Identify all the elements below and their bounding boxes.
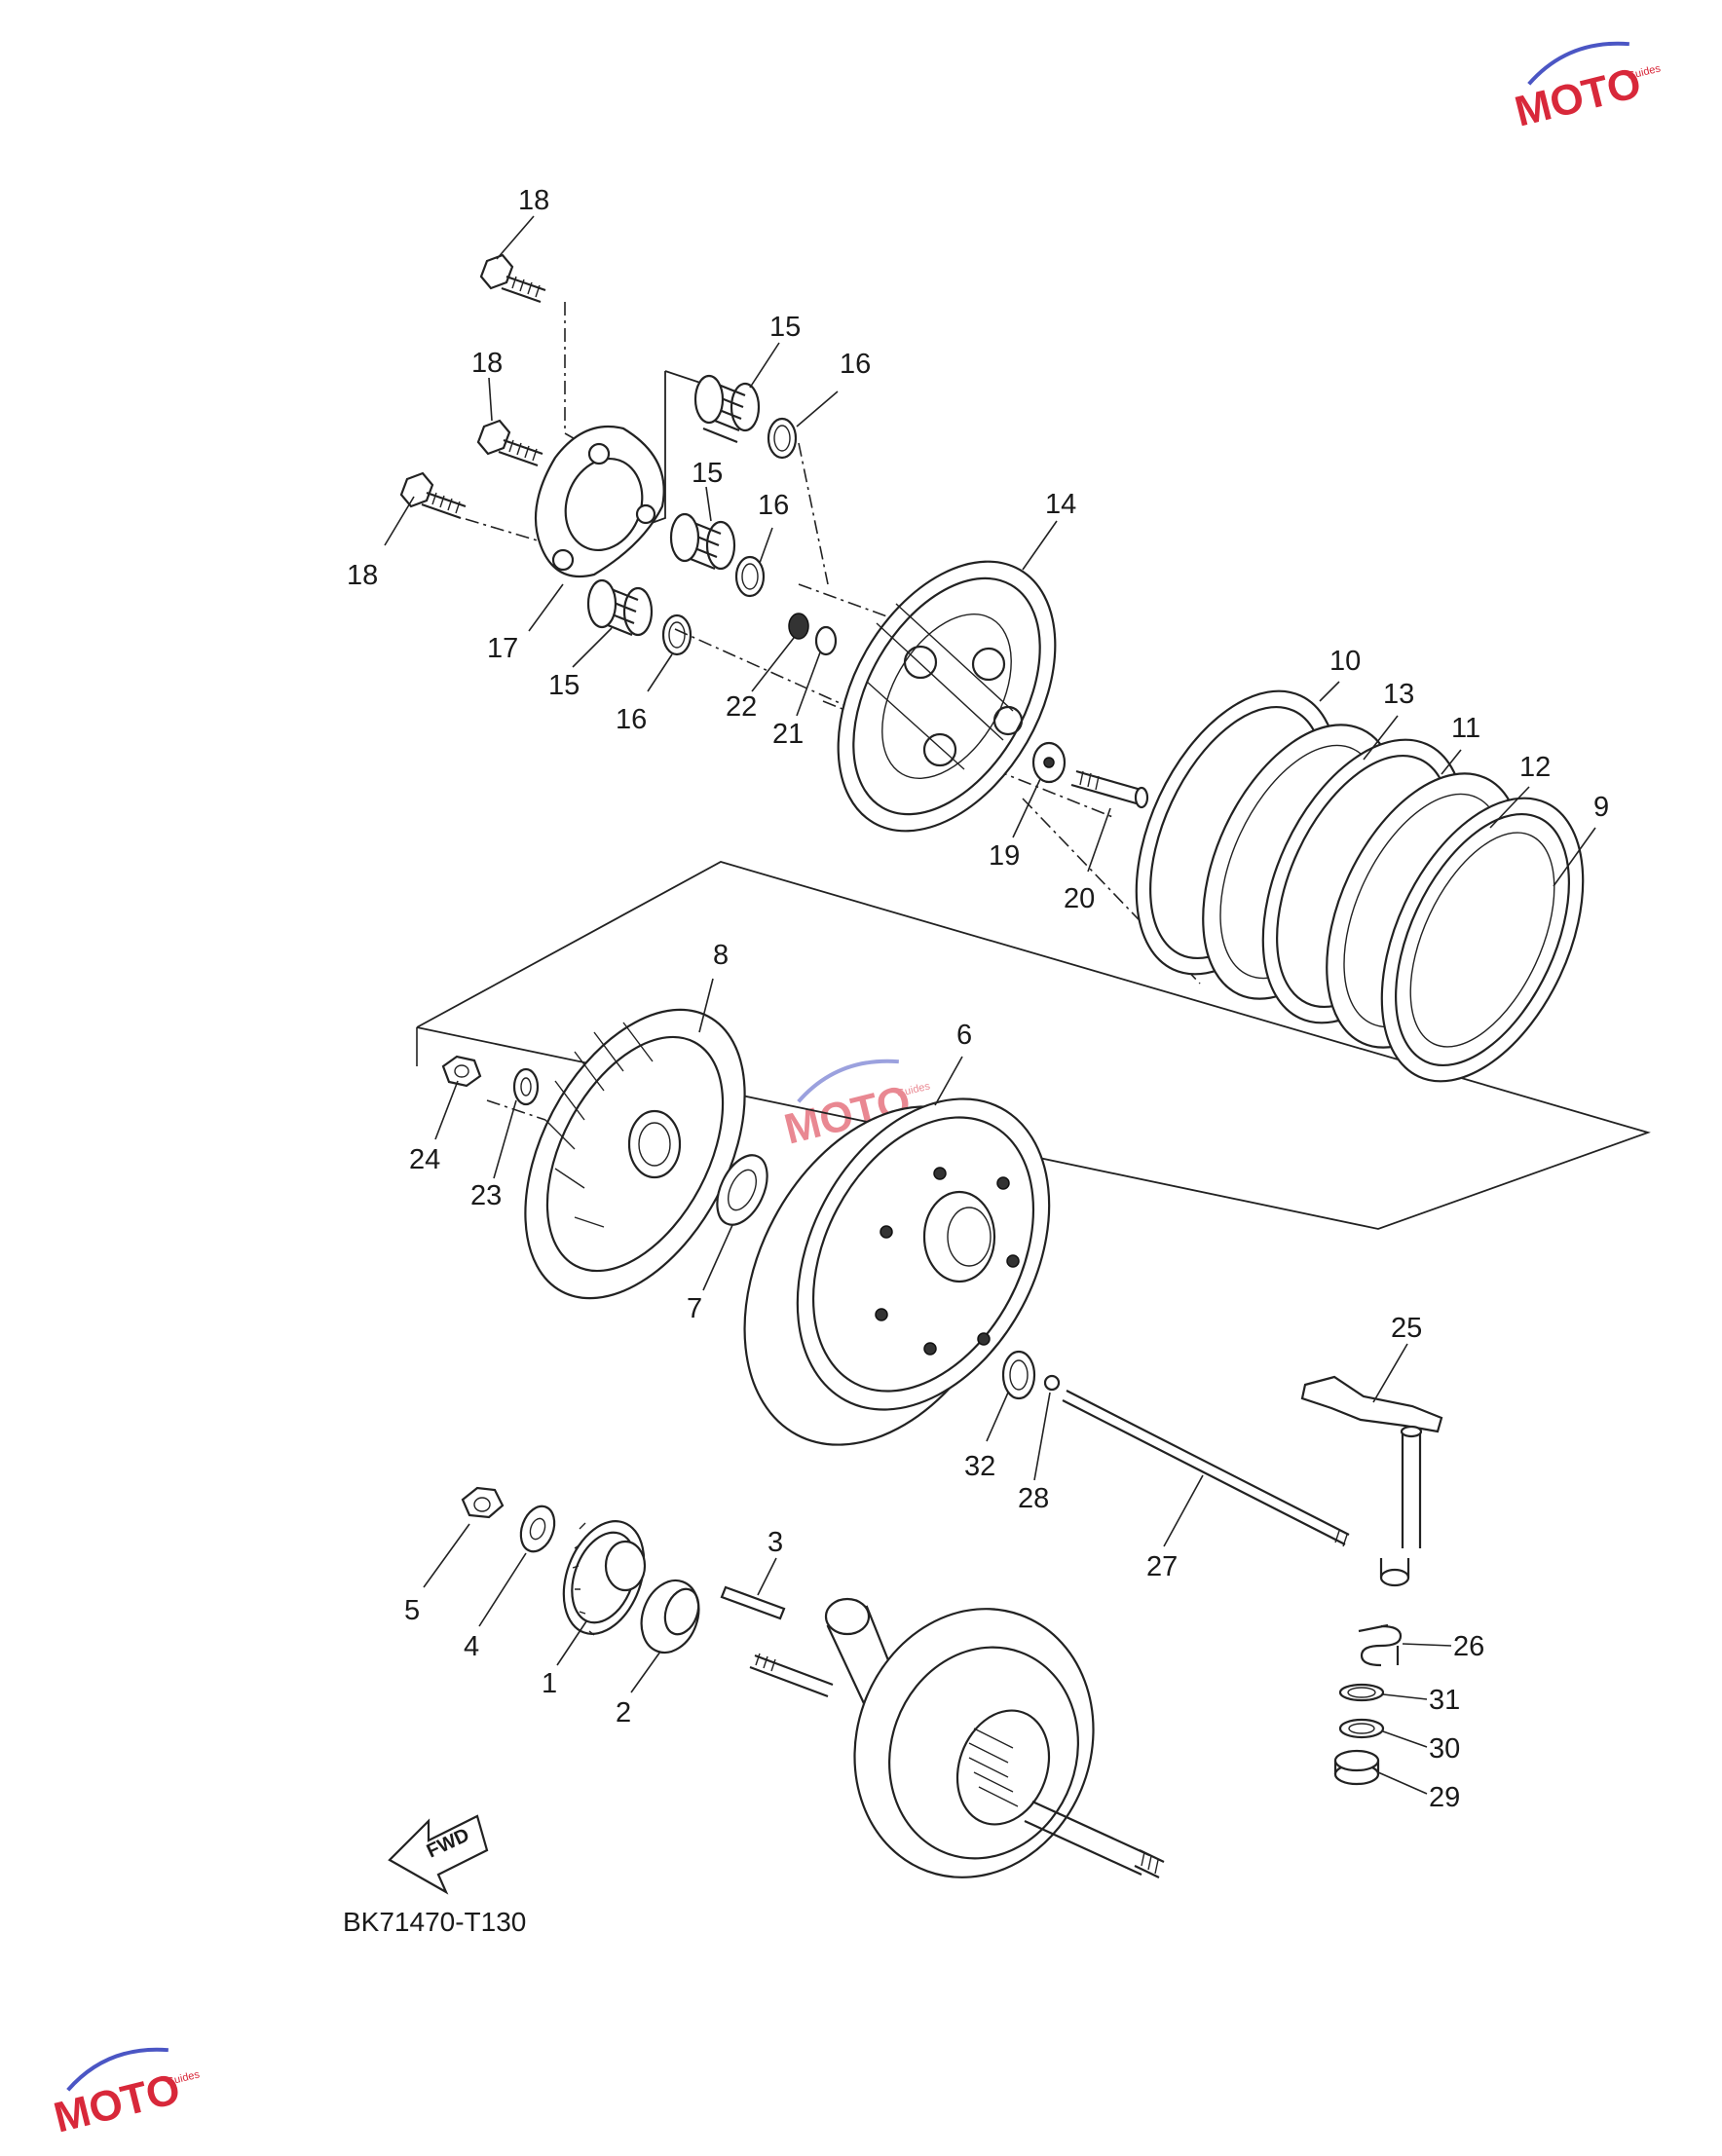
washer-30: [1338, 1718, 1385, 1739]
bolt-18-middle: [476, 419, 543, 467]
oil-seal-31: [1338, 1683, 1385, 1702]
callout-2: 2: [616, 1697, 631, 1729]
callout-6: 6: [956, 1020, 972, 1051]
spring-15-top: [693, 374, 761, 444]
callout-18: 18: [347, 560, 378, 591]
nut-24: [441, 1055, 482, 1088]
callout-16: 16: [616, 704, 647, 735]
washer-32: [1001, 1350, 1036, 1400]
clutch-housing-6: [743, 1097, 1051, 1446]
callout-29: 29: [1429, 1782, 1460, 1813]
collar-2: [640, 1579, 700, 1654]
washer-16-lower: [661, 613, 693, 656]
callout-8: 8: [713, 940, 729, 971]
washer-21: [814, 625, 838, 656]
callout-10: 10: [1329, 646, 1361, 677]
callout-22: 22: [726, 691, 757, 723]
watermark-top-right: MOTO Guides: [1511, 41, 1663, 136]
callout-15: 15: [548, 670, 580, 701]
diagram-code: BK71470-T130: [343, 1907, 526, 1937]
nut-22: [788, 613, 809, 640]
bolt-18-upper: [479, 253, 546, 304]
bushing-29: [1333, 1749, 1380, 1786]
callout-31: 31: [1429, 1685, 1460, 1716]
washer-19: [1031, 741, 1067, 784]
callout-16: 16: [758, 490, 789, 521]
spring-26: [1358, 1623, 1403, 1667]
callout-18: 18: [471, 348, 503, 379]
leader-lines: [384, 215, 1596, 1795]
callout-25: 25: [1391, 1313, 1422, 1344]
thrust-washer-7: [716, 1154, 768, 1226]
callout-18: 18: [518, 185, 549, 216]
callout-labels: 18 18 18 15 16 15 16 14 17 15 16 22 21 1…: [347, 185, 1609, 1813]
callout-27: 27: [1146, 1551, 1178, 1582]
callout-5: 5: [404, 1595, 420, 1626]
washer-16-middle: [734, 555, 766, 598]
push-rod-27: [1062, 1390, 1350, 1547]
spring-15-lower: [586, 578, 654, 637]
nut-5: [461, 1486, 505, 1519]
washer-4: [519, 1505, 556, 1553]
callout-15: 15: [692, 458, 723, 489]
ball-28: [1043, 1374, 1061, 1392]
friction-plate-9: [1380, 797, 1585, 1083]
crankshaft-assembly: [749, 1597, 1165, 1878]
push-lever-25: [1300, 1375, 1443, 1587]
callout-32: 32: [964, 1451, 995, 1482]
push-rod-20: [1070, 769, 1149, 809]
callout-4: 4: [464, 1631, 479, 1662]
callout-21: 21: [772, 719, 804, 750]
callout-3: 3: [767, 1527, 783, 1558]
clutch-boss-8: [524, 1008, 746, 1300]
callout-16: 16: [840, 349, 871, 380]
callout-26: 26: [1453, 1631, 1484, 1662]
bolt-18-lower: [399, 471, 467, 520]
watermark-bottom-left: MOTO Guides: [50, 2047, 202, 2142]
callout-19: 19: [989, 840, 1020, 872]
callout-11: 11: [1451, 713, 1480, 744]
callout-9: 9: [1593, 792, 1609, 823]
callout-23: 23: [470, 1180, 502, 1211]
lock-washer-23: [512, 1067, 540, 1106]
callout-12: 12: [1519, 752, 1551, 783]
callout-20: 20: [1064, 883, 1095, 914]
pressure-plate-14: [837, 560, 1057, 833]
callout-24: 24: [409, 1144, 440, 1175]
callout-14: 14: [1045, 489, 1076, 520]
callout-13: 13: [1383, 679, 1414, 710]
callout-1: 1: [542, 1668, 557, 1699]
callout-7: 7: [687, 1293, 702, 1324]
callout-30: 30: [1429, 1733, 1460, 1765]
callout-17: 17: [487, 633, 518, 664]
spring-plate-17: [534, 425, 665, 578]
callout-15: 15: [769, 312, 801, 343]
key-3: [720, 1585, 786, 1620]
fwd-arrow-icon: FWD: [388, 1814, 489, 1895]
washer-16-top: [767, 417, 798, 460]
spring-15-middle: [669, 512, 736, 571]
primary-drive-gear-1: [562, 1520, 647, 1636]
callout-28: 28: [1018, 1483, 1049, 1514]
assembly-guides: [416, 302, 1651, 1230]
